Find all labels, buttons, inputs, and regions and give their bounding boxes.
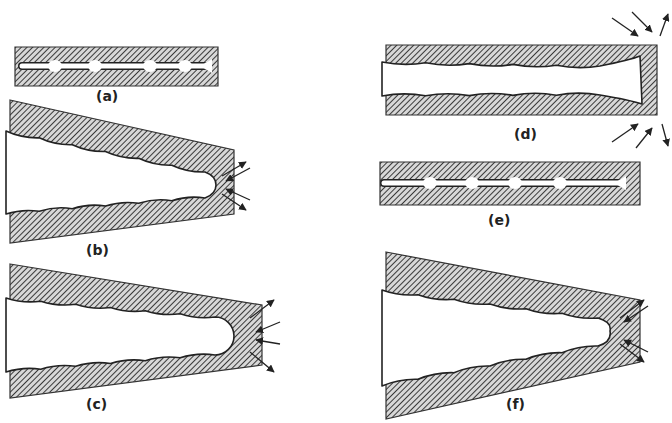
arrow (250, 352, 274, 372)
panel-label: (c) (86, 396, 107, 412)
arrow (250, 300, 274, 318)
crack (382, 56, 642, 104)
arrow (226, 168, 250, 181)
crack (382, 290, 610, 386)
crack-e (384, 176, 626, 190)
specimen-a (15, 47, 218, 86)
arrow (620, 300, 644, 318)
arrow (226, 189, 250, 200)
arrow (256, 340, 280, 344)
panel-label: (b) (86, 242, 109, 258)
crack-a (22, 59, 212, 73)
panel-label: (a) (96, 88, 118, 104)
arrow (636, 128, 652, 148)
arrow (632, 12, 652, 32)
crack (6, 131, 216, 214)
arrow (620, 344, 644, 362)
arrow (256, 322, 280, 332)
arrow (624, 306, 648, 322)
specimen-e (380, 162, 640, 205)
arrow (612, 18, 638, 36)
panel-label: (f) (506, 396, 525, 412)
arrow (624, 340, 648, 352)
crack (6, 298, 234, 372)
arrow (660, 14, 668, 36)
arrow (612, 124, 638, 142)
arrow (662, 124, 668, 146)
arrow (222, 162, 246, 176)
panel-label: (e) (488, 212, 510, 228)
panel-label: (d) (514, 126, 537, 142)
